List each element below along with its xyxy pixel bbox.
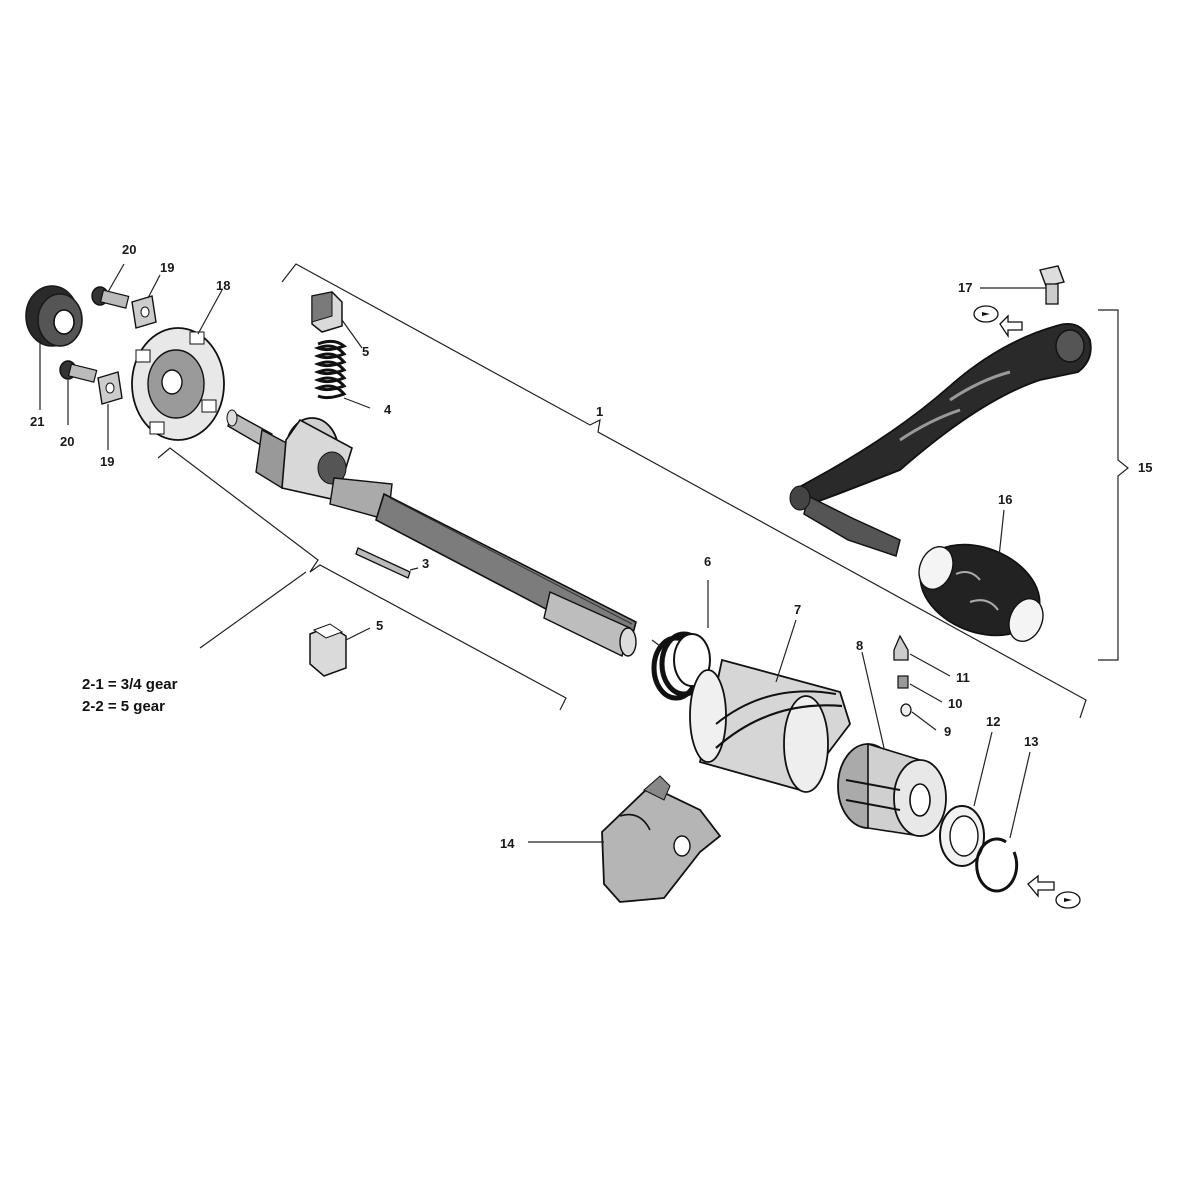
pedal-rubber-part-16 — [918, 509, 1044, 642]
plunger-part-5-bottom — [309, 623, 371, 677]
screw-part-20-bottom — [59, 360, 98, 425]
label-part-17: 17 — [958, 280, 972, 295]
label-part-12: 12 — [986, 714, 1000, 729]
label-part-11: 11 — [956, 670, 970, 685]
assembly-arrow-top — [973, 305, 1023, 339]
label-part-20-top: 20 — [122, 242, 136, 257]
label-part-3: 3 — [422, 556, 429, 571]
label-part-19-top: 19 — [160, 260, 174, 275]
label-part-16: 16 — [998, 492, 1012, 507]
screw-part-9 — [900, 703, 937, 731]
label-part-10: 10 — [948, 696, 962, 711]
leader-line-part-2 — [199, 571, 307, 649]
shift-fork-part-14 — [528, 775, 722, 903]
label-part-14: 14 — [500, 836, 515, 851]
label-part-9: 9 — [944, 724, 951, 739]
label-part-13: 13 — [1024, 734, 1038, 749]
pin-part-3 — [355, 547, 419, 579]
label-part-21: 21 — [30, 414, 44, 429]
lock-tab-part-19-bottom — [97, 371, 123, 450]
spring-part-4 — [313, 339, 371, 409]
detent-ball-part-11 — [893, 634, 951, 677]
screw-part-20-top — [91, 263, 130, 309]
plunger-part-5-top — [311, 291, 363, 349]
label-part-7: 7 — [794, 602, 801, 617]
bracket-part-2 — [157, 447, 567, 711]
label-part-5-bottom: 5 — [376, 618, 383, 633]
flange-plate-part-18 — [131, 289, 225, 441]
label-part-15: 15 — [1138, 460, 1152, 475]
label-part-20-bottom: 20 — [60, 434, 74, 449]
circlip-part-13 — [975, 751, 1031, 893]
part-labels: 1 3 4 5 5 6 7 8 9 10 11 12 13 14 15 16 1… — [30, 242, 1152, 851]
cam-sleeve-part-7 — [689, 619, 851, 793]
note-gear-variant-2: 2-2 = 5 gear — [82, 698, 165, 715]
nut-part-21 — [25, 285, 83, 410]
lock-tab-part-19-top — [131, 274, 161, 329]
label-part-1: 1 — [596, 404, 603, 419]
bolt-part-17 — [980, 265, 1065, 305]
note-gear-variant-1: 2-1 = 3/4 gear — [82, 676, 178, 693]
label-part-4: 4 — [384, 402, 392, 417]
spring-part-10 — [897, 675, 943, 703]
selector-shaft-part-2 — [226, 409, 637, 657]
label-part-5-top: 5 — [362, 344, 369, 359]
label-part-8: 8 — [856, 638, 863, 653]
assembly-arrow-bottom — [1027, 874, 1081, 909]
bracket-part-15 — [1098, 309, 1129, 661]
kick-lever-part-15 — [789, 322, 1092, 557]
label-part-19-bottom: 19 — [100, 454, 114, 469]
label-part-6: 6 — [704, 554, 711, 569]
bracket-part-1 — [281, 263, 1087, 719]
label-part-18: 18 — [216, 278, 230, 293]
washer-part-12 — [939, 731, 993, 867]
detent-hub-part-8 — [837, 651, 947, 837]
